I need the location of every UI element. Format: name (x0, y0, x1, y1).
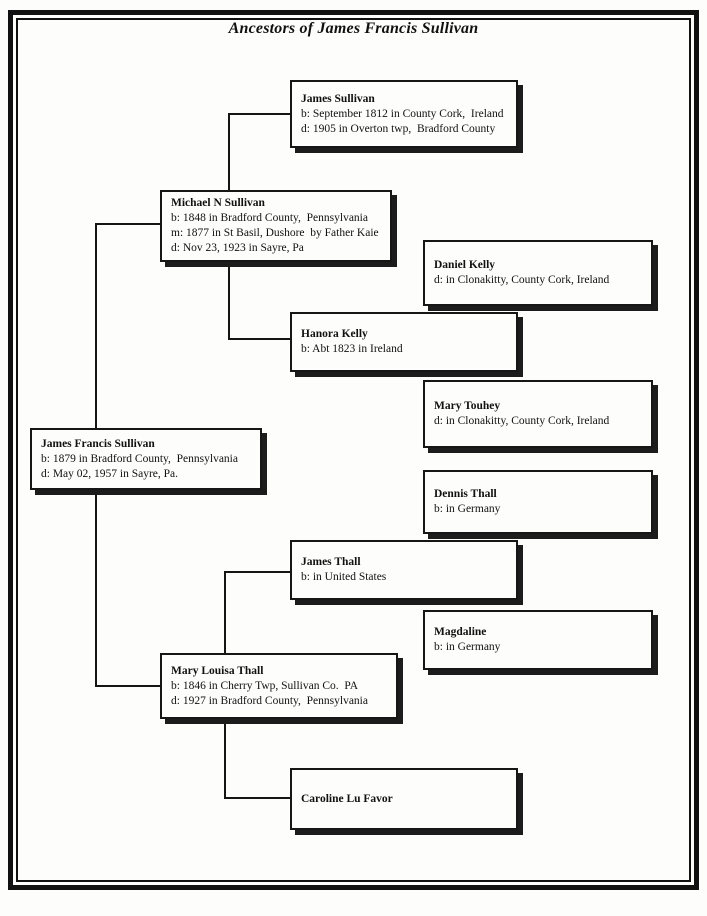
person-box-james-sullivan: James Sullivan b: September 1812 in Coun… (290, 80, 518, 148)
person-birth: b: 1848 in Bradford County, Pennsylvania (171, 212, 368, 224)
person-death: d: in Clonakitty, County Cork, Ireland (434, 274, 610, 286)
person-death: d: 1905 in Overton twp, Bradford County (301, 122, 496, 135)
person-name: Daniel Kelly (434, 259, 496, 271)
chart-title: Ancestors of James Francis Sullivan (228, 20, 479, 37)
person-box-james-thall: James Thall b: in United States (290, 540, 518, 600)
connector-root-to-father-horizontal (95, 223, 160, 225)
person-birth: b: 1879 in Bradford County, Pennsylvania (41, 452, 238, 465)
person-death: d: Nov 23, 1923 in Sayre, Pa (171, 242, 304, 254)
connector-mother-to-grandfather-vertical (224, 571, 226, 653)
person-death: d: 1927 in Bradford County, Pennsylvania (171, 694, 368, 707)
person-birth: b: in United States (301, 571, 387, 583)
person-box-mary-louisa-thall: Mary Louisa Thall b: 1846 in Cherry Twp,… (160, 653, 398, 719)
person-name: Michael N Sullivan (171, 197, 265, 209)
person-name: James Sullivan (301, 92, 375, 105)
person-death: d: in Clonakitty, County Cork, Ireland (434, 415, 610, 427)
connector-root-to-mother-horizontal (95, 685, 160, 687)
person-name: Dennis Thall (434, 488, 497, 500)
connector-root-to-mother-vertical (95, 490, 97, 687)
person-box-michael-n-sullivan: Michael N Sullivan b: 1848 in Bradford C… (160, 190, 392, 262)
page-border-inner (16, 18, 691, 882)
person-birth: b: Abt 1823 in Ireland (301, 343, 403, 355)
connector-root-to-father-vertical (95, 223, 97, 428)
person-birth: b: in Germany (434, 503, 501, 515)
connector-mother-to-grandmother-horizontal (224, 797, 290, 799)
person-death: d: May 02, 1957 in Sayre, Pa. (41, 467, 179, 480)
connector-mother-to-grandmother-vertical (224, 719, 226, 799)
person-birth: b: in Germany (434, 641, 501, 653)
connector-father-to-grandmother-horizontal (228, 338, 290, 340)
connector-mother-to-grandfather-horizontal (224, 571, 290, 573)
person-name: Hanora Kelly (301, 328, 368, 340)
person-birth: b: 1846 in Cherry Twp, Sullivan Co. PA (171, 679, 359, 692)
person-box-dennis-thall: Dennis Thall b: in Germany (423, 470, 653, 534)
person-box-magdaline: Magdaline b: in Germany (423, 610, 653, 670)
person-name: Magdaline (434, 626, 487, 638)
person-box-caroline-lu-favor: Caroline Lu Favor (290, 768, 518, 830)
person-marriage: m: 1877 in St Basil, Dushore by Father K… (171, 227, 379, 239)
person-box-mary-touhey: Mary Touhey d: in Clonakitty, County Cor… (423, 380, 653, 448)
connector-father-to-grandmother-vertical (228, 262, 230, 340)
person-name: Mary Touhey (434, 400, 501, 412)
page-border-outer (8, 10, 699, 890)
person-name: James Francis Sullivan (41, 437, 155, 450)
person-box-hanora-kelly: Hanora Kelly b: Abt 1823 in Ireland (290, 312, 518, 372)
connector-father-to-grandfather-horizontal (228, 113, 290, 115)
connector-father-to-grandfather-vertical (228, 113, 230, 190)
person-box-james-francis-sullivan: James Francis Sullivan b: 1879 in Bradfo… (30, 428, 262, 490)
person-birth: b: September 1812 in County Cork, Irelan… (301, 107, 504, 120)
person-name: Mary Louisa Thall (171, 664, 264, 677)
person-name: Caroline Lu Favor (301, 792, 393, 805)
person-box-daniel-kelly: Daniel Kelly d: in Clonakitty, County Co… (423, 240, 653, 306)
person-name: James Thall (301, 556, 361, 568)
